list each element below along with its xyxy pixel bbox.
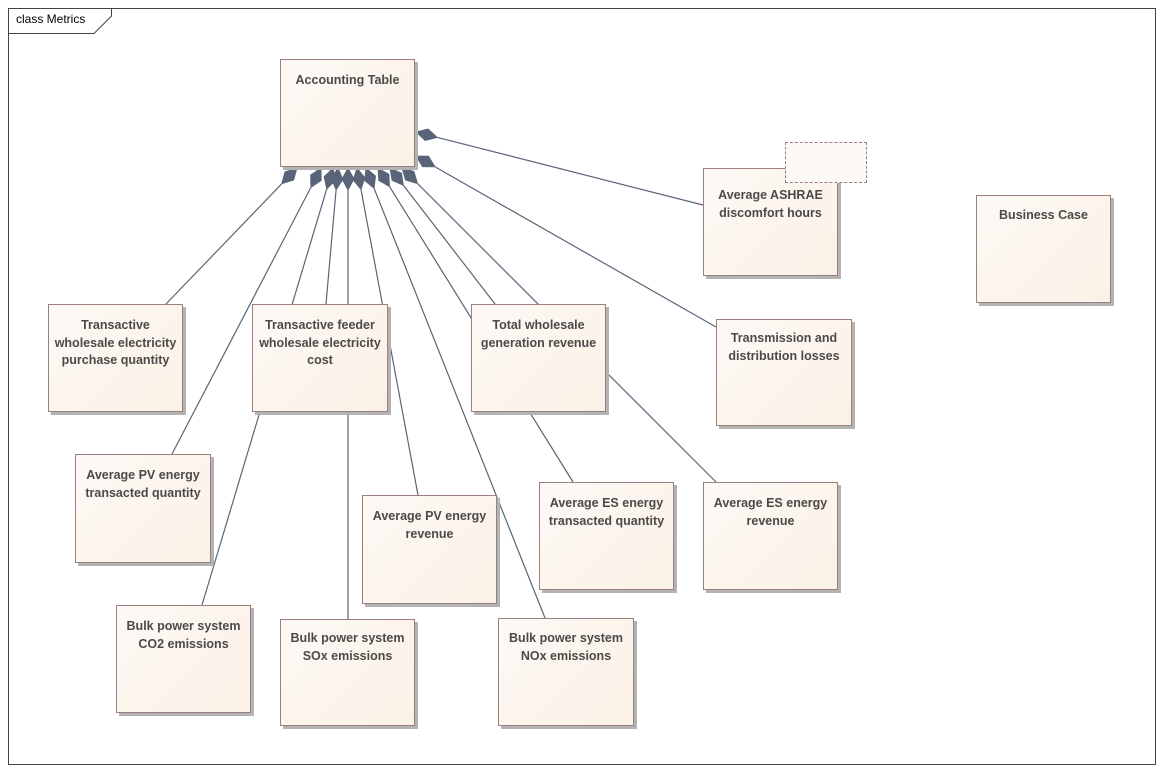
- class-label: Average ES energy revenue: [713, 496, 828, 528]
- class-label: Bulk power system SOx emissions: [290, 631, 405, 663]
- class-label: Business Case: [999, 208, 1088, 222]
- class-feeder-wholesale-cost[interactable]: Transactive feeder wholesale electricity…: [252, 304, 388, 412]
- class-label: Bulk power system CO2 emissions: [126, 619, 241, 651]
- class-pv-revenue[interactable]: Average PV energy revenue: [362, 495, 497, 604]
- class-nox-emissions[interactable]: Bulk power system NOx emissions: [498, 618, 634, 726]
- class-pv-transacted-qty[interactable]: Average PV energy transacted quantity: [75, 454, 211, 563]
- edge-pv-transacted-qty[interactable]: [171, 187, 312, 455]
- edge-td-losses[interactable]: [434, 166, 717, 328]
- composition-diamond-total-wholesale-revenue: [389, 167, 404, 187]
- composition-diamond-ashrae-discomfort: [415, 128, 439, 141]
- edge-feeder-wholesale-cost[interactable]: [325, 189, 337, 305]
- composition-diamond-pv-revenue: [352, 167, 366, 191]
- composition-diamond-nox-emissions: [364, 167, 377, 190]
- composition-diamond-es-transacted-qty: [377, 167, 391, 188]
- class-total-wholesale-revenue[interactable]: Total wholesale generation revenue: [471, 304, 606, 412]
- edge-wholesale-purchase-qty[interactable]: [165, 183, 283, 305]
- class-label: Average ASHRAE discomfort hours: [718, 188, 823, 220]
- class-accounting-table[interactable]: Accounting Table: [280, 59, 415, 167]
- class-label: Average PV energy revenue: [372, 509, 487, 541]
- class-ashrae-discomfort[interactable]: Average ASHRAE discomfort hours: [703, 168, 838, 276]
- class-es-transacted-qty[interactable]: Average ES energy transacted quantity: [539, 482, 674, 590]
- edge-ashrae-discomfort[interactable]: [437, 136, 704, 206]
- class-label: Total wholesale generation revenue: [480, 318, 597, 350]
- composition-diamond-sox-emissions: [341, 167, 355, 191]
- composition-diamond-es-revenue: [401, 167, 419, 185]
- class-label: Bulk power system NOx emissions: [509, 631, 623, 663]
- frame-title-tab: [8, 8, 112, 34]
- class-wholesale-purchase-qty[interactable]: Transactive wholesale electricity purcha…: [48, 304, 183, 412]
- composition-diamond-wholesale-purchase-qty: [281, 167, 298, 185]
- edge-nox-emissions[interactable]: [373, 188, 546, 619]
- composition-diamond-feeder-wholesale-cost: [330, 167, 344, 191]
- class-business-case[interactable]: Business Case: [976, 195, 1111, 303]
- class-label: Transactive feeder wholesale electricity…: [259, 318, 381, 367]
- class-co2-emissions[interactable]: Bulk power system CO2 emissions: [116, 605, 251, 713]
- diagram-title: class Metrics: [16, 12, 86, 26]
- edge-total-wholesale-revenue[interactable]: [402, 185, 496, 305]
- class-label: Average PV energy transacted quantity: [85, 468, 201, 500]
- class-td-losses[interactable]: Transmission and distribution losses: [716, 319, 852, 426]
- composition-diamond-td-losses: [415, 155, 436, 168]
- class-label: Accounting Table: [295, 73, 400, 87]
- edge-pv-revenue[interactable]: [360, 189, 419, 496]
- class-label: Transmission and distribution losses: [728, 331, 840, 363]
- class-es-revenue[interactable]: Average ES energy revenue: [703, 482, 838, 590]
- class-label: Transactive wholesale electricity purcha…: [54, 318, 177, 367]
- composition-diamond-pv-transacted-qty: [310, 167, 322, 189]
- template-parameter-box: [785, 142, 867, 183]
- class-sox-emissions[interactable]: Bulk power system SOx emissions: [280, 619, 415, 726]
- class-label: Average ES energy transacted quantity: [548, 496, 665, 528]
